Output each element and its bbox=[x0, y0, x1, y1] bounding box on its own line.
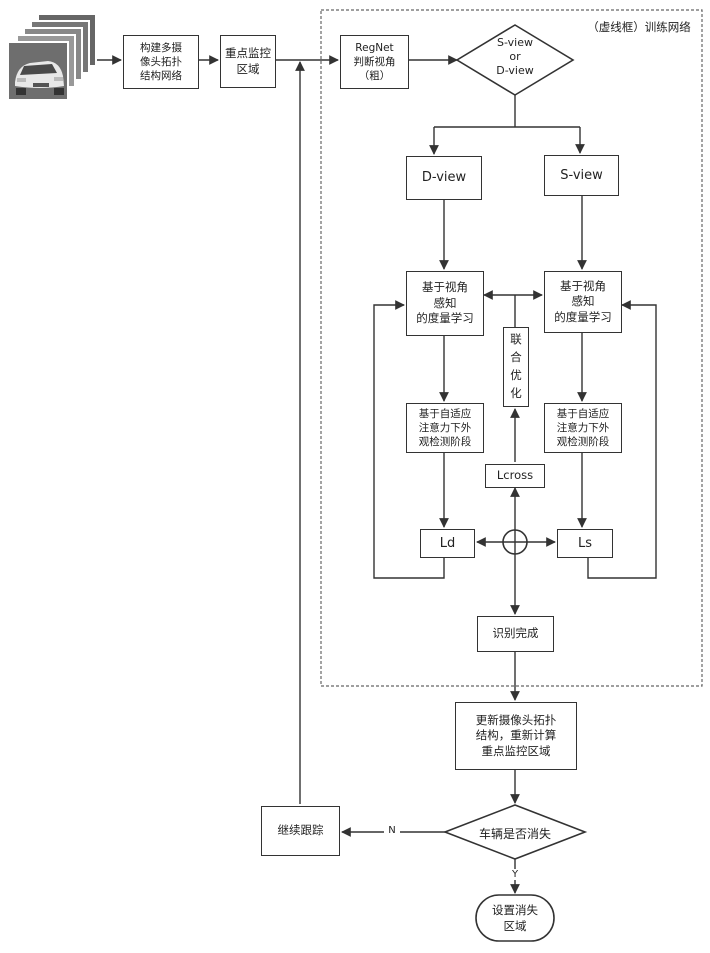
lcross-box: Lcross bbox=[485, 464, 545, 488]
update-topology-box: 更新摄像头拓扑 结构，重新计算 重点监控区域 bbox=[455, 702, 577, 770]
regnet-box: RegNet 判断视角 （粗） bbox=[340, 35, 409, 89]
set-region-label: 设置消失 区域 bbox=[476, 903, 554, 934]
monitor-region-box: 重点监控 区域 bbox=[220, 35, 276, 88]
ld-loss-box: Ld bbox=[420, 529, 475, 558]
recognition-done-box: 识别完成 bbox=[477, 616, 554, 652]
region-label: （虚线框）训练网络 bbox=[576, 19, 702, 35]
joint-optimization-box: 联 合 优 化 bbox=[503, 327, 529, 407]
topology-box: 构建多摄 像头拓扑 结构网络 bbox=[123, 35, 199, 89]
vehicle-image-stack-icon bbox=[8, 14, 96, 100]
sview-box: S-view bbox=[544, 155, 619, 196]
continue-tracking-box: 继续跟踪 bbox=[261, 806, 340, 856]
ls-loss-box: Ls bbox=[557, 529, 613, 558]
yes-branch-label: Y bbox=[508, 869, 522, 880]
dview-box: D-view bbox=[406, 156, 482, 200]
detect-stage-right-box: 基于自适应 注意力下外 观检测阶段 bbox=[544, 403, 622, 453]
metric-learning-left-box: 基于视角 感知 的度量学习 bbox=[406, 271, 484, 336]
metric-learning-right-box: 基于视角 感知 的度量学习 bbox=[544, 271, 622, 333]
no-branch-label: N bbox=[384, 825, 400, 836]
vanished-decision-label: 车辆是否消失 bbox=[465, 825, 565, 842]
view-decision-label: S-view or D-view bbox=[480, 36, 550, 77]
detect-stage-left-box: 基于自适应 注意力下外 观检测阶段 bbox=[406, 403, 484, 453]
